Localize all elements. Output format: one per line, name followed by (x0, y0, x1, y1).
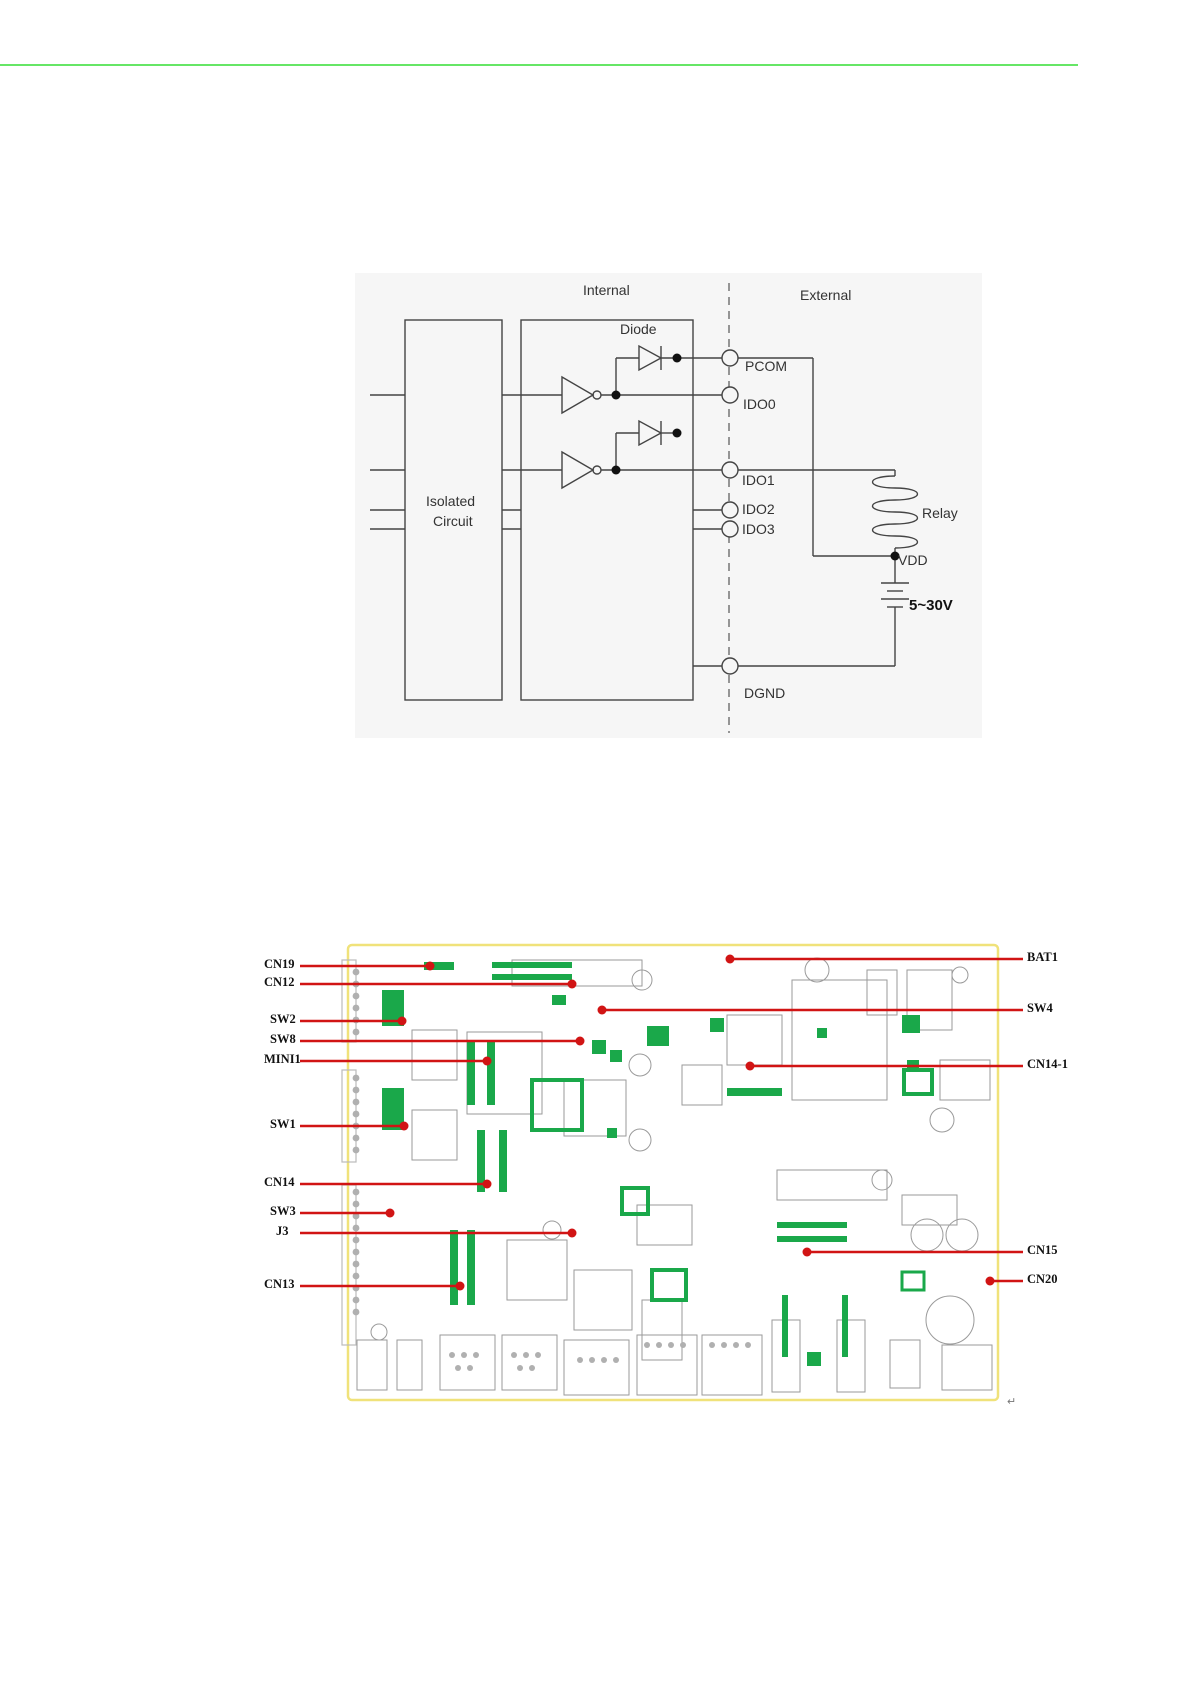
callout-mini1: MINI1 (264, 1052, 301, 1067)
callout-cn20: CN20 (1027, 1272, 1058, 1287)
callout-cn13: CN13 (264, 1277, 295, 1292)
isolated-circuit-label-1: Isolated (426, 493, 475, 509)
callout-sw8: SW8 (270, 1032, 296, 1047)
pin-pcom-label: PCOM (745, 358, 787, 374)
voltage-label: 5~30V (909, 597, 953, 614)
digital-output-circuit-diagram: Internal External Diode Isolated Circuit… (355, 273, 982, 738)
callout-cn15: CN15 (1027, 1243, 1058, 1258)
callout-cn14: CN14 (264, 1175, 295, 1190)
callout-cn12: CN12 (264, 975, 295, 990)
isolated-circuit-label-2: Circuit (433, 513, 473, 529)
callout-sw2: SW2 (270, 1012, 296, 1027)
internal-label: Internal (583, 282, 630, 298)
callout-sw3: SW3 (270, 1204, 296, 1219)
header-rule (0, 64, 1078, 66)
pin-ido0-label: IDO0 (743, 396, 776, 412)
callout-bat1: BAT1 (1027, 950, 1058, 965)
pin-ido1-label: IDO1 (742, 472, 775, 488)
return-mark: ↵ (1007, 1395, 1016, 1408)
relay-label: Relay (922, 505, 958, 521)
pin-ido2-label: IDO2 (742, 501, 775, 517)
vdd-label: VDD (898, 552, 928, 568)
callout-cn19: CN19 (264, 957, 295, 972)
board-connector-location-diagram: CN19 CN12 SW2 SW8 MINI1 SW1 CN14 SW3 J3 … (262, 940, 1081, 1410)
callout-cn14-1: CN14-1 (1027, 1057, 1068, 1072)
diode-label: Diode (620, 321, 657, 337)
pin-dgnd-label: DGND (744, 685, 785, 701)
external-label: External (800, 287, 851, 303)
callout-sw4: SW4 (1027, 1001, 1053, 1016)
callout-sw1: SW1 (270, 1117, 296, 1132)
callout-j3: J3 (276, 1224, 289, 1239)
pin-ido3-label: IDO3 (742, 521, 775, 537)
